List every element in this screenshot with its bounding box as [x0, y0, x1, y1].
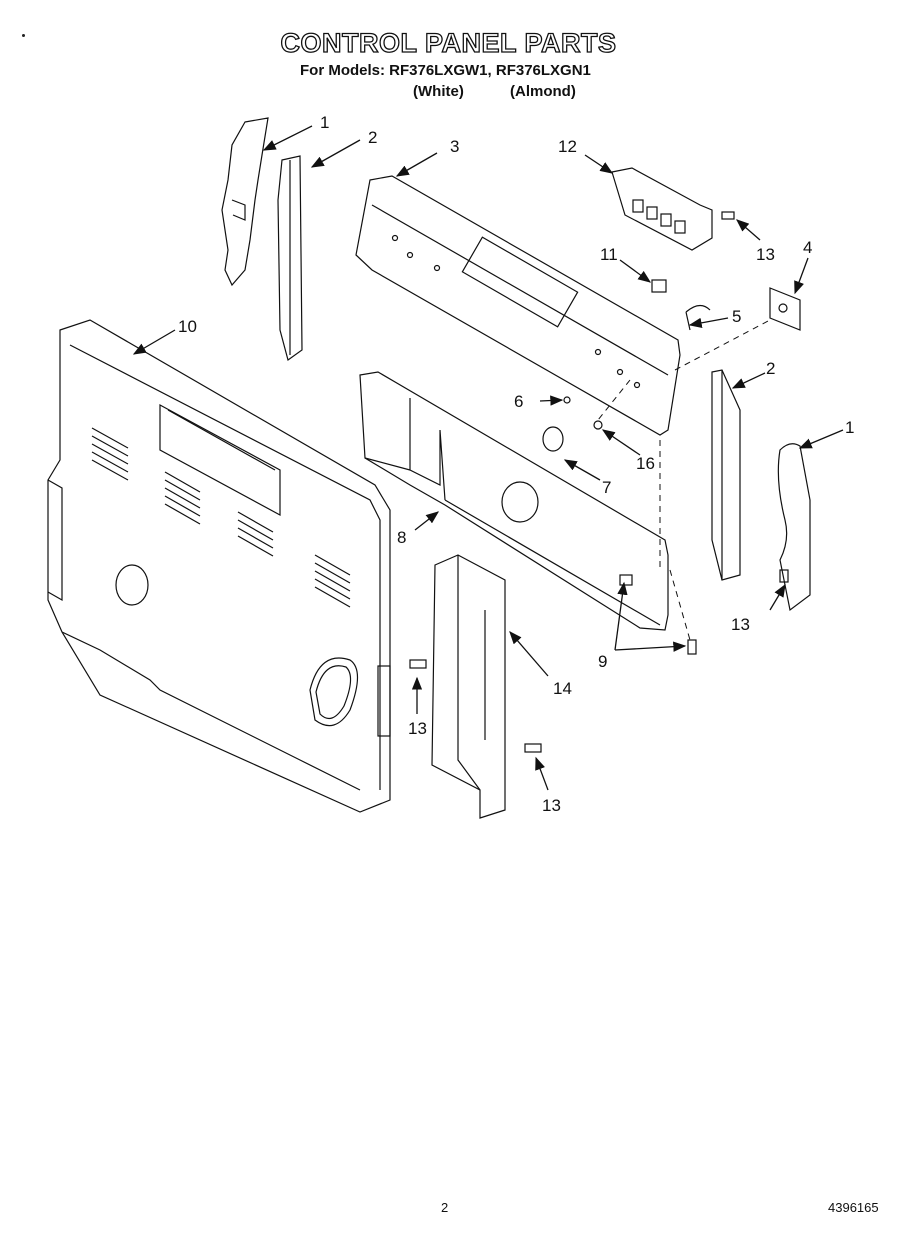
- callout-10: 10: [178, 317, 197, 336]
- callout-13-left: 13: [408, 719, 427, 738]
- callout-4: 4: [803, 238, 812, 257]
- callout-6: 6: [514, 392, 523, 411]
- part-3-console: [355, 175, 681, 436]
- part-2-side-bracket-right: [711, 369, 741, 581]
- part-11-switch: [651, 279, 667, 293]
- callout-2-right: 2: [766, 359, 775, 378]
- stray-dot: [22, 34, 25, 37]
- part-12-electronic-control: [611, 167, 713, 251]
- callout-12: 12: [558, 137, 577, 156]
- callout-1-right: 1: [845, 418, 854, 437]
- part-10-rear-panel: [47, 319, 391, 813]
- callout-14: 14: [553, 679, 572, 698]
- part-4-terminal-block: [769, 287, 801, 331]
- part-8-panel-backing: [359, 371, 669, 631]
- part-14-rear-cover: [431, 554, 506, 819]
- model-numbers: For Models: RF376LXGW1, RF376LXGN1: [300, 62, 591, 79]
- callout-13-top: 13: [756, 245, 775, 264]
- callout-1-left: 1: [320, 113, 329, 132]
- callout-9: 9: [598, 652, 607, 671]
- variant-almond: (Almond): [510, 83, 576, 100]
- vent-slots-right: [314, 554, 351, 608]
- callout-2-left: 2: [368, 128, 377, 147]
- page-title: CONTROL PANEL PARTS: [280, 27, 617, 58]
- callout-13-bottom: 13: [542, 796, 561, 815]
- vent-slots-center: [164, 471, 274, 557]
- variant-white: (White): [413, 83, 464, 100]
- callout-8: 8: [397, 528, 406, 547]
- callout-16: 16: [636, 454, 655, 473]
- page-number: 2: [441, 1200, 449, 1215]
- callout-5: 5: [732, 307, 741, 326]
- document-number: 4396165: [828, 1200, 879, 1215]
- fasteners: [409, 211, 789, 753]
- part-5-wire: [685, 304, 711, 331]
- vent-slots-left: [91, 427, 129, 481]
- callout-7: 7: [602, 478, 611, 497]
- callout-11: 11: [600, 245, 618, 264]
- callout-3: 3: [450, 137, 459, 156]
- part-1-endcap-left: [221, 117, 269, 287]
- part-2-side-bracket-left: [277, 155, 303, 361]
- callout-13-right: 13: [731, 615, 750, 634]
- dashed-leaders: [597, 319, 771, 641]
- part-1-endcap-right: [777, 443, 811, 612]
- callout-arrows: [132, 125, 844, 791]
